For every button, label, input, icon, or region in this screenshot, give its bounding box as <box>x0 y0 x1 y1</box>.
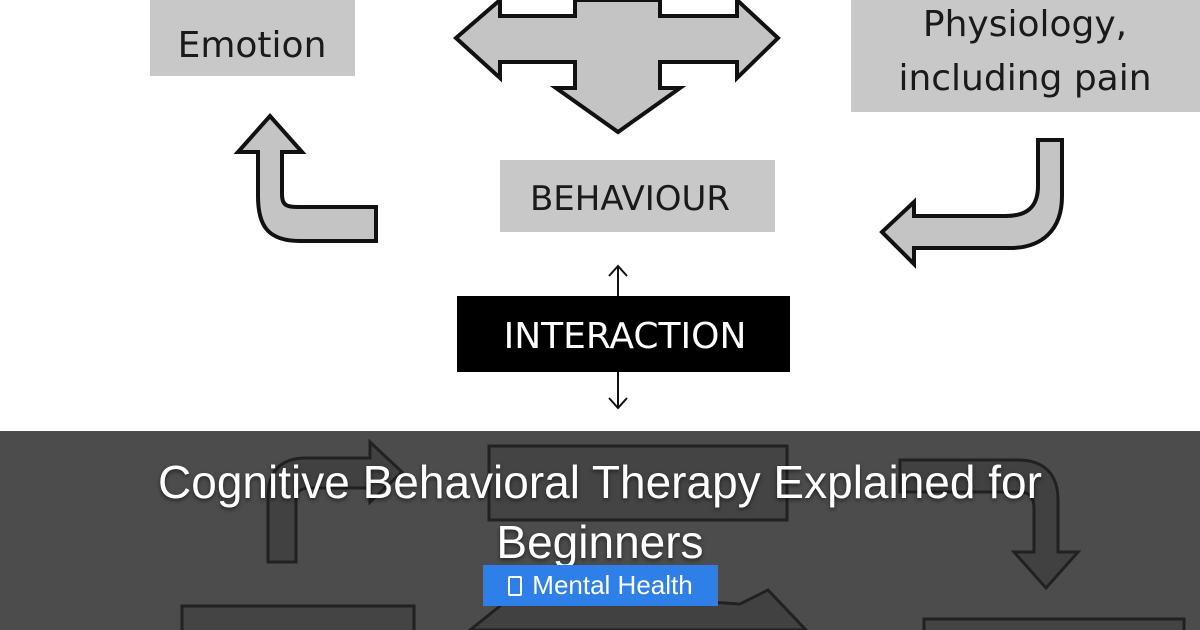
category-badge[interactable]: Mental Health <box>483 565 718 606</box>
behaviour-box: BEHAVIOUR <box>500 160 775 232</box>
curved-arrow-up-icon <box>233 112 378 243</box>
physiology-box: Physiology, including pain <box>851 0 1200 112</box>
folder-icon <box>508 575 523 596</box>
curved-arrow-left-icon <box>879 138 1064 269</box>
interaction-label: INTERACTION <box>504 316 747 357</box>
behaviour-label: BEHAVIOUR <box>530 179 730 219</box>
category-label: Mental Health <box>532 570 693 600</box>
four-way-arrow <box>452 0 781 135</box>
emotion-label: Emotion <box>178 25 327 66</box>
physiology-label-line2: including pain <box>898 58 1151 99</box>
double-arrow-lower-icon <box>608 372 628 410</box>
emotion-box: Emotion <box>150 0 355 76</box>
article-title[interactable]: Cognitive Behavioral Therapy Explained f… <box>158 456 1042 568</box>
physiology-label-line1: Physiology, <box>923 4 1127 45</box>
interaction-box: INTERACTION <box>457 296 790 372</box>
double-arrow-upper-icon <box>608 264 628 296</box>
